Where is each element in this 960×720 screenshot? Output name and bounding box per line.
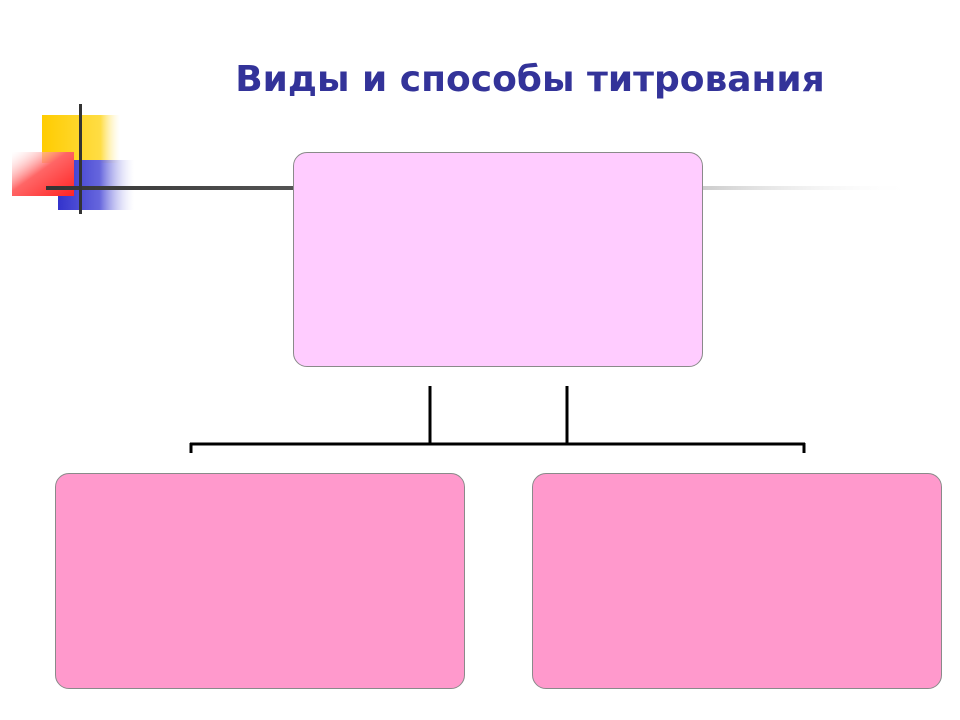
root-box[interactable] [293,152,703,367]
deco-vertical-line [79,104,82,214]
child-box-left[interactable] [55,473,465,689]
slide-title: Виды и способы титрования [235,59,825,100]
child-box-right[interactable] [532,473,942,689]
